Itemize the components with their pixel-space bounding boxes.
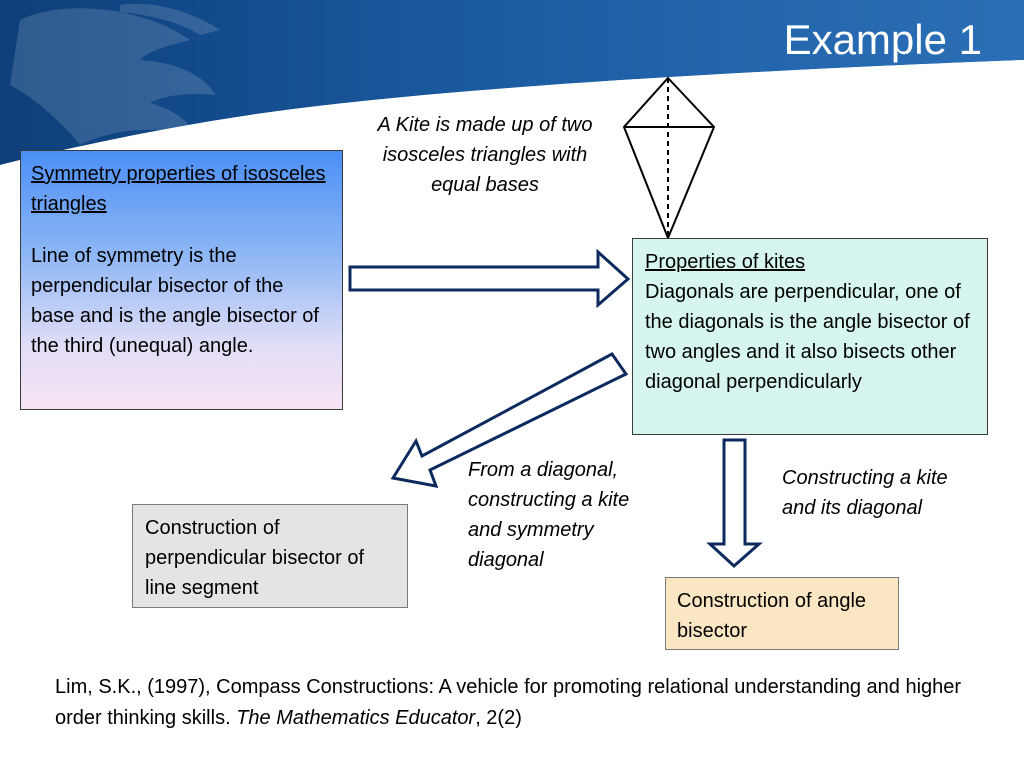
symmetry-body: Line of symmetry is the perpendicular bi…	[31, 245, 319, 357]
reference-journal: The Mathematics Educator	[236, 707, 476, 729]
kite-note: A Kite is made up of two isosceles trian…	[377, 114, 593, 196]
perpendicular-bisector-text: Construction of perpendicular bisector o…	[145, 517, 365, 599]
slide-title: Example 1	[783, 16, 982, 63]
kite-properties-box: Properties of kites Diagonals are perpen…	[632, 238, 988, 435]
constructing-note: Constructing a kite and its diagonal	[782, 467, 948, 519]
reference-citation: Lim, S.K., (1997), Compass Constructions…	[55, 672, 995, 734]
lion-watermark-icon	[10, 3, 220, 146]
arrow-right-icon	[348, 248, 631, 309]
reference-issue: , 2(2)	[475, 707, 522, 729]
diagonal-note: From a diagonal, constructing a kite and…	[468, 459, 630, 571]
symmetry-heading: Symmetry properties of isosceles triangl…	[31, 163, 326, 215]
angle-bisector-box: Construction of angle bisector	[665, 577, 899, 650]
reference-text: Lim, S.K., (1997), Compass Constructions…	[55, 676, 962, 729]
arrow-down-icon	[706, 438, 763, 569]
perpendicular-bisector-box: Construction of perpendicular bisector o…	[132, 504, 408, 608]
kite-properties-body: Diagonals are perpendicular, one of the …	[645, 281, 970, 393]
symmetry-properties-box: Symmetry properties of isosceles triangl…	[20, 150, 343, 410]
angle-bisector-text: Construction of angle bisector	[677, 590, 867, 642]
arrow-down-left-icon	[390, 352, 629, 488]
kite-properties-heading: Properties of kites	[645, 251, 806, 273]
kite-figure-icon	[622, 76, 716, 241]
